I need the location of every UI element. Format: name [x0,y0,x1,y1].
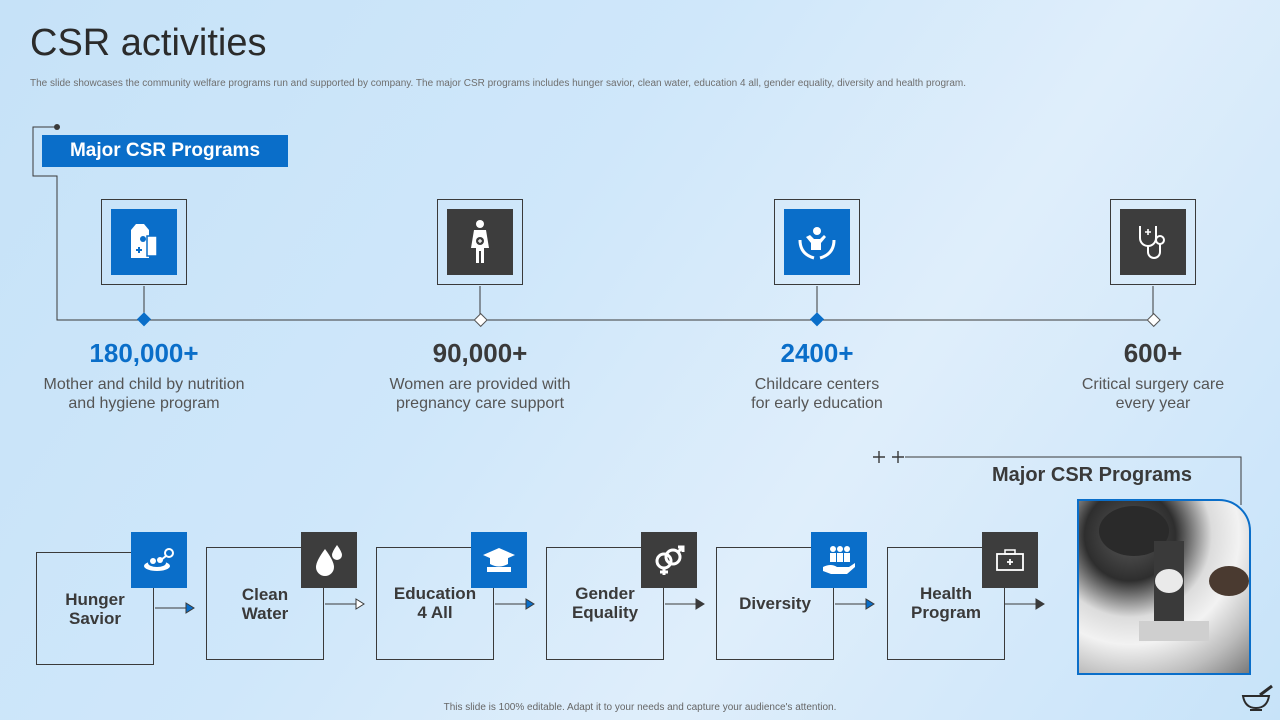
program-card-diversity: Diversity [716,547,834,660]
program-label: Savior [69,608,121,628]
people-hand-icon [811,532,867,588]
stat-description: for early education [751,395,883,412]
program-label: Clean [241,584,289,604]
timeline-marker [473,312,488,328]
medical-kit-icon [982,532,1038,588]
program-label: Education [393,584,477,603]
stat-icon-frame [774,199,860,285]
stat-description: Mother and child by nutrition [43,376,245,393]
gender-symbols-icon [641,532,697,588]
mortar-pestle-icon [1240,684,1276,719]
stat-icon-frame [437,199,523,285]
stat-surgery-care: 600+ Critical surgery care every year [1033,338,1273,413]
programs-title: Major CSR Programs [992,464,1193,486]
program-label: Health [920,584,972,603]
stat-value: 90,000+ [432,338,528,368]
page-title: CSR activities [30,22,267,64]
program-label: Diversity [739,594,811,613]
program-label: 4 All [417,603,453,622]
stat-description: Women are provided with [389,376,571,393]
program-label: Program [911,603,981,622]
program-label: Gender [575,584,635,603]
water-drops-icon [301,532,357,588]
nutrition-pack-icon [111,209,177,275]
lab-scientist-photo [1077,499,1251,675]
program-label: Water [241,603,289,623]
program-label: Equality [571,603,639,622]
plus-icon [873,451,904,463]
stat-description: Childcare centers [754,376,880,393]
graduation-cap-icon [471,532,527,588]
stat-description: and hygiene program [68,395,220,412]
stat-description: every year [1115,395,1191,412]
stethoscope-icon [1120,209,1186,275]
timeline-marker [809,312,825,327]
stat-description: pregnancy care support [395,395,565,412]
stat-childcare-centers: 2400+ Childcare centers for early educati… [697,338,937,413]
page-subtitle: The slide showcases the community welfar… [30,78,967,89]
major-csr-programs-tab: Major CSR Programs [42,135,288,167]
stat-icon-frame [1110,199,1196,285]
stat-value: 180,000+ [89,338,199,368]
stat-women-pregnancy: 90,000+ Women are provided with pregnancy… [360,338,600,413]
food-plate-icon [131,532,187,588]
stat-icon-frame [101,199,187,285]
pregnant-woman-icon [447,209,513,275]
child-care-hands-icon [784,209,850,275]
stat-value: 2400+ [780,338,854,368]
program-label: Hunger [65,589,125,609]
stat-mother-child: 180,000+ Mother and child by nutrition an… [24,338,264,413]
footer-note: This slide is 100% editable. Adapt it to… [443,702,837,713]
timeline-marker [1146,312,1161,328]
stat-description: Critical surgery care [1081,376,1225,393]
timeline-marker [136,312,152,327]
stat-value: 600+ [1123,338,1183,368]
